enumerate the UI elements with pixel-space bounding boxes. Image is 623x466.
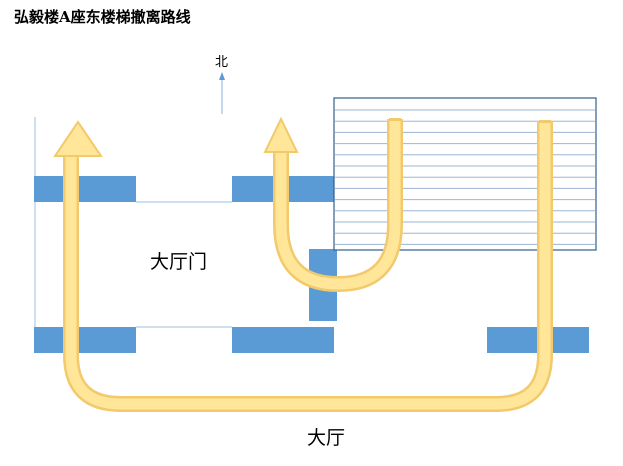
lobby-door-label: 大厅门 bbox=[150, 251, 207, 273]
wall-block-bottom-mid bbox=[232, 327, 334, 353]
exit-arrow-north-icon bbox=[263, 116, 299, 153]
staircase bbox=[333, 97, 597, 251]
north-arrow-head-icon bbox=[219, 72, 225, 80]
page-title: 弘毅楼A座东楼梯撤离路线 bbox=[14, 8, 191, 26]
north-label: 北 bbox=[215, 55, 228, 70]
wall-block-top-left bbox=[34, 176, 136, 202]
exit-arrow-left-icon bbox=[53, 120, 103, 157]
evacuation-route-main bbox=[53, 120, 553, 412]
wall-block-bottom-left bbox=[34, 327, 136, 353]
lobby-label: 大厅 bbox=[307, 427, 345, 449]
evacuation-route-inner bbox=[263, 116, 403, 292]
